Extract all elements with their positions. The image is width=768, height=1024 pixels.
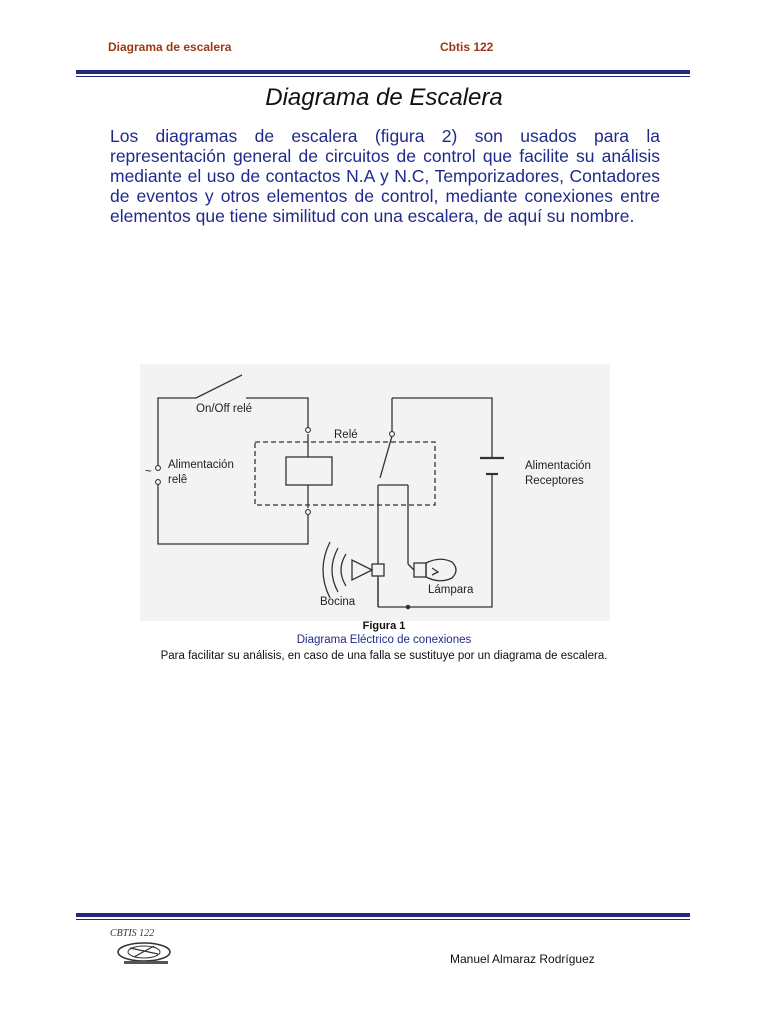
relay-frame: [254, 441, 436, 506]
relay-contact: [379, 435, 393, 479]
label-on-off: On/Off relé: [196, 403, 252, 415]
body-paragraph: Los diagramas de escalera (figura 2) son…: [110, 126, 660, 226]
label-lampara: Lámpara: [428, 584, 474, 596]
school-logo: CBTIS 122: [110, 928, 171, 964]
page-title: Diagrama de Escalera: [265, 84, 503, 111]
label-rele: Relé: [334, 429, 358, 441]
label-alim-recept-1: Alimentación: [525, 460, 591, 472]
relay-coil: [285, 456, 333, 486]
footer-rule: [76, 913, 690, 920]
label-alim-rele-2: relê: [168, 474, 187, 486]
header-school: Cbtis 122: [440, 40, 494, 54]
on-off-switch: [195, 374, 243, 399]
lamp-base: [413, 562, 427, 578]
figure-electrical-diagram: On/Off relé Relé Alimentación relê ~ Ali…: [140, 364, 610, 621]
lamp-bulb: [425, 558, 457, 582]
label-alim-recept-2: Receptores: [525, 475, 584, 487]
header-rule: [76, 70, 690, 77]
figure-caption-title: Figura 1: [362, 620, 406, 632]
footer-author: Manuel Almaraz Rodríguez: [450, 952, 595, 966]
header-left-title: Diagrama de escalera: [108, 40, 232, 54]
figure-caption-subtitle: Diagrama Eléctrico de conexiones: [296, 634, 472, 646]
horn-symbol: [371, 563, 385, 577]
label-bocina: Bocina: [320, 596, 356, 608]
figure-caption-note: Para facilitar su análisis, en caso de u…: [160, 650, 608, 662]
label-ac-tilde: ~: [145, 466, 152, 478]
logo-text: CBTIS 122: [110, 928, 154, 939]
circuit-diagram: On/Off relé Relé Alimentación relê ~ Ali…: [145, 374, 591, 610]
label-alim-rele-1: Alimentación: [168, 459, 234, 471]
